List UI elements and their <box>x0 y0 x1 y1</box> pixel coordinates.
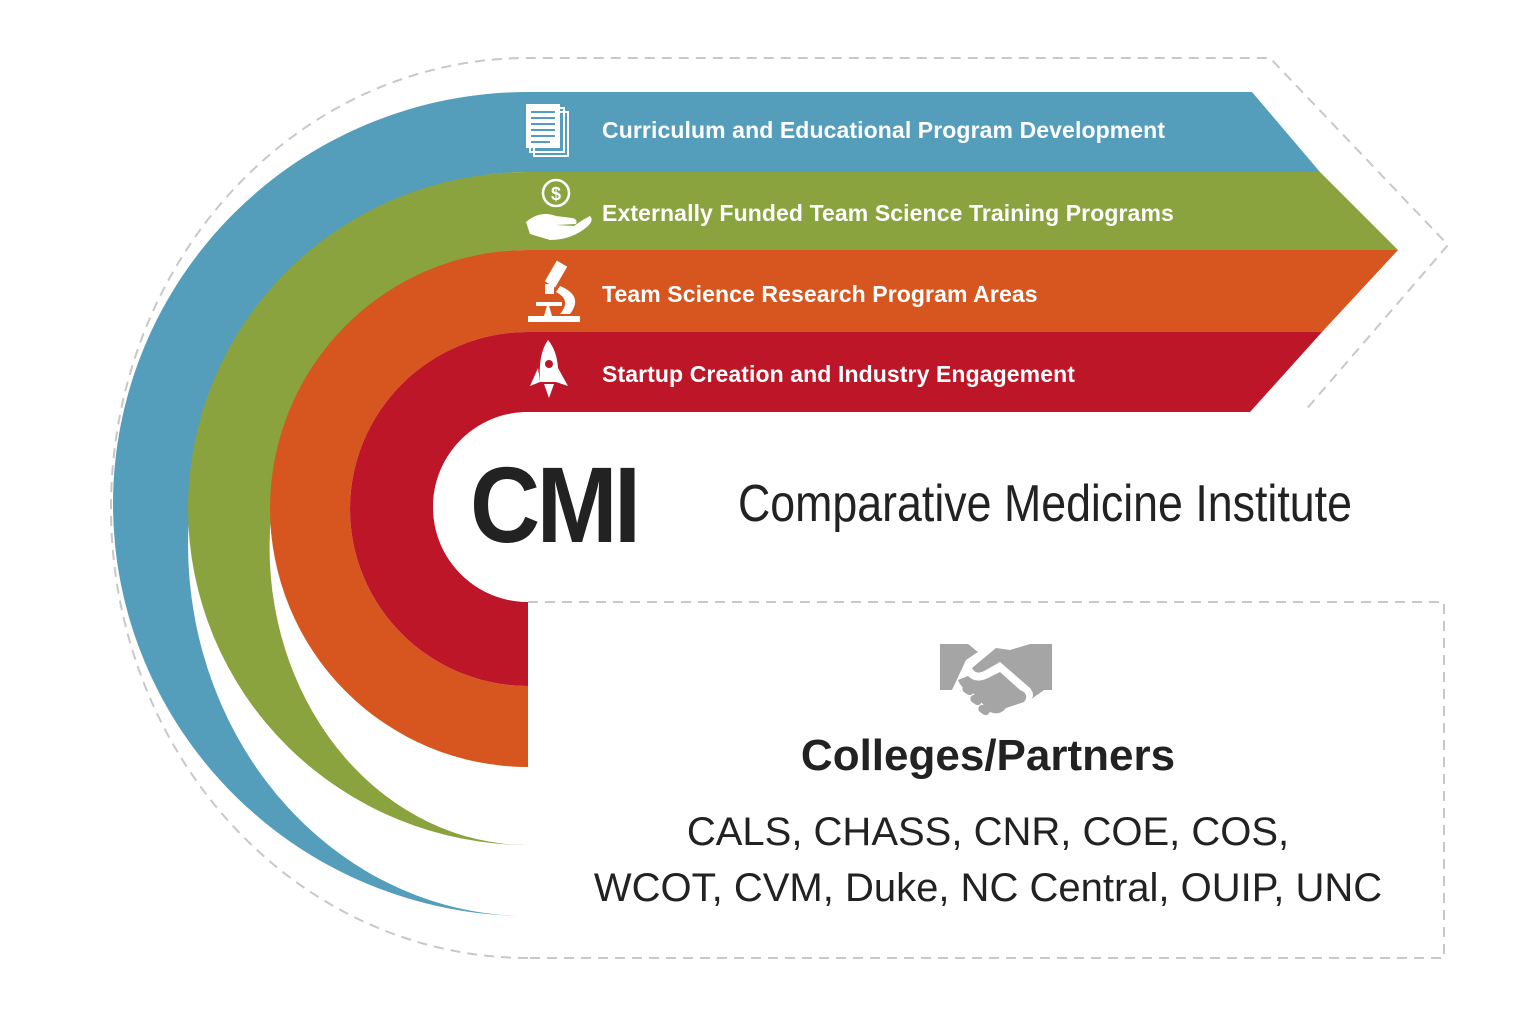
institute-name: Comparative Medicine Institute <box>738 475 1352 533</box>
cmi-cutout <box>433 412 528 602</box>
band-label-research: Team Science Research Program Areas <box>602 281 1038 307</box>
band-research <box>270 250 1398 767</box>
svg-text:$: $ <box>551 184 561 204</box>
band-label-startup: Startup Creation and Industry Engagement <box>602 361 1075 387</box>
documents-icon <box>526 104 569 157</box>
band-startup <box>350 332 1322 686</box>
band-label-funded: Externally Funded Team Science Training … <box>602 200 1174 226</box>
partners-title: Colleges/Partners <box>800 731 1176 780</box>
handshake-icon <box>940 644 1052 716</box>
partners-line-2: WCOT, CVM, Duke, NC Central, OUIP, UNC <box>593 866 1383 910</box>
money-hand-icon: $ <box>526 178 592 240</box>
band-funded <box>188 172 1399 845</box>
dashed-outline <box>110 57 1450 959</box>
partners-box-outline <box>528 601 1445 959</box>
microscope-icon <box>528 260 580 322</box>
partners-line-1: CALS, CHASS, CNR, COE, COS, <box>686 810 1290 854</box>
rocket-icon <box>530 340 568 398</box>
band-label-curriculum: Curriculum and Educational Program Devel… <box>602 117 1166 143</box>
institute-abbreviation: CMI <box>470 444 641 565</box>
